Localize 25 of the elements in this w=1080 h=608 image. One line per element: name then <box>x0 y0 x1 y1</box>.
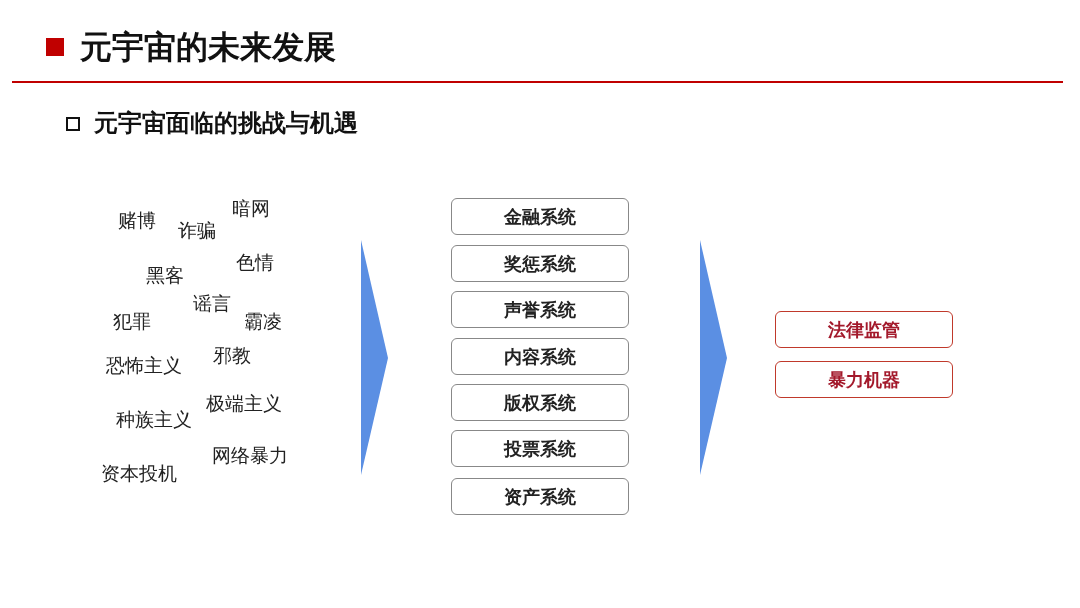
keyword: 种族主义 <box>116 407 192 432</box>
keyword: 霸凌 <box>244 309 282 334</box>
system-box: 资产系统 <box>451 478 629 515</box>
keyword: 恐怖主义 <box>106 353 182 378</box>
keyword: 网络暴力 <box>212 443 288 468</box>
keyword: 犯罪 <box>113 309 151 334</box>
measure-box: 暴力机器 <box>775 361 953 398</box>
keyword: 谣言 <box>193 291 231 316</box>
system-box: 声誉系统 <box>451 291 629 328</box>
keyword: 色情 <box>236 250 274 275</box>
keyword: 邪教 <box>213 343 251 368</box>
keyword: 极端主义 <box>206 391 282 416</box>
system-box: 金融系统 <box>451 198 629 235</box>
keyword: 暗网 <box>232 196 270 221</box>
system-box: 版权系统 <box>451 384 629 421</box>
keyword: 赌博 <box>118 208 156 233</box>
section-heading: 元宇宙面临的挑战与机遇 <box>94 108 358 139</box>
system-box: 投票系统 <box>451 430 629 467</box>
keyword: 黑客 <box>146 263 184 288</box>
keyword: 资本投机 <box>101 461 177 486</box>
measure-box: 法律监管 <box>775 311 953 348</box>
keyword: 诈骗 <box>178 218 216 243</box>
slide-title: 元宇宙的未来发展 <box>80 27 336 68</box>
system-box: 奖惩系统 <box>451 245 629 282</box>
system-box: 内容系统 <box>451 338 629 375</box>
